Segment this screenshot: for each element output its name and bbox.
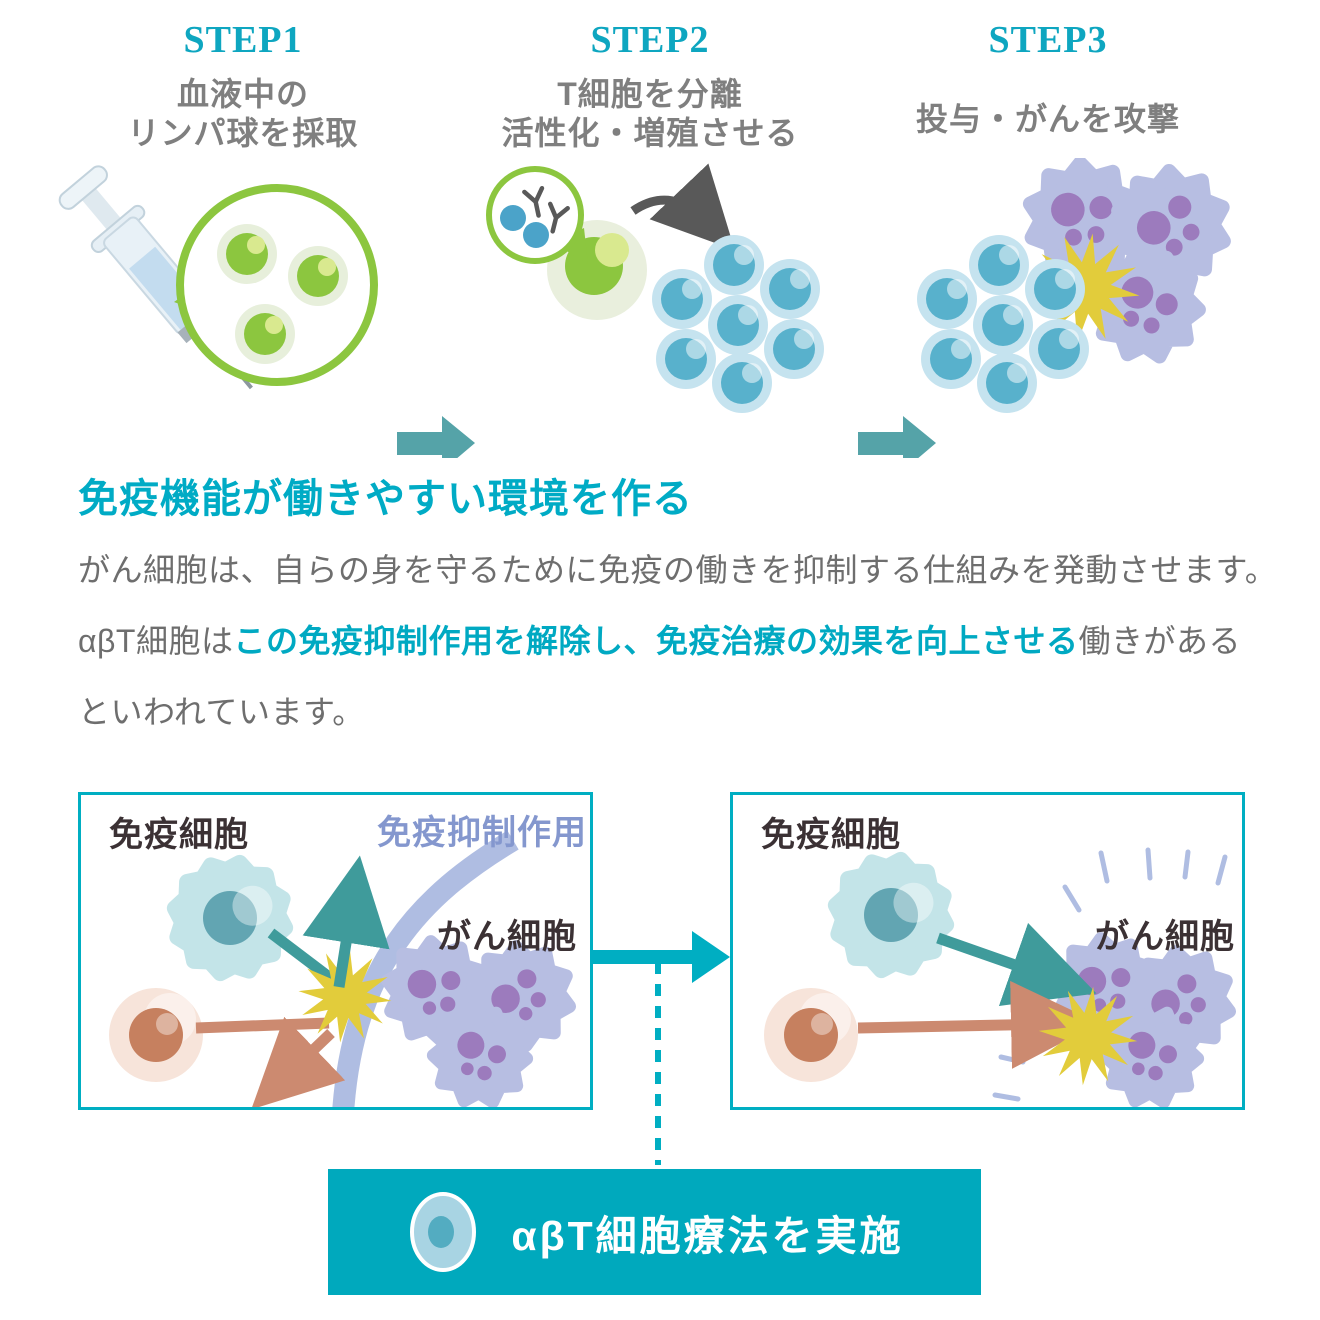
- tcell-cluster-icon: [652, 235, 824, 413]
- step3-header: STEP3 投与・がんを攻撃: [858, 18, 1238, 139]
- cancer-cells-label: がん細胞: [1095, 918, 1235, 956]
- immune-cell-icon: [165, 853, 295, 983]
- blocked-attack-line: [195, 1017, 330, 1034]
- paragraph-line2-prefix: αβT細胞は: [78, 623, 234, 659]
- before-to-after-arrow-icon: [592, 931, 730, 983]
- step3-description: 投与・がんを攻撃: [858, 100, 1238, 139]
- antibody-icon: [547, 201, 570, 234]
- step1-to-step2-arrow-icon: [397, 416, 475, 458]
- paragraph-line2: αβT細胞はこの免疫抑制作用を解除し、免疫治療の効果を向上させる働きがある: [78, 606, 1278, 677]
- immune-cell-icon: [764, 988, 858, 1082]
- before-treatment-illustration: [109, 830, 590, 1107]
- cell-icon: [410, 1192, 477, 1272]
- cancer-cells-label: がん細胞: [437, 918, 577, 956]
- paragraph-line1: がん細胞は、自らの身を守るために免疫の働きを抑制する仕組みを発動させます。: [78, 552, 1278, 588]
- before-treatment-box: 免疫細胞 免疫抑制作用 がん細胞: [78, 792, 593, 1110]
- step2-title: STEP2: [590, 19, 710, 61]
- step1-title: STEP1: [183, 19, 303, 61]
- antibody-icon: [522, 185, 545, 218]
- steps-illustration: [58, 158, 1320, 458]
- immune-cell-icon: [109, 988, 203, 1082]
- tcell-activation-icon: [486, 166, 647, 320]
- blood-sample-magnifier-icon: [174, 184, 378, 386]
- paragraph-line2-suffix: 働きがある: [1078, 623, 1241, 659]
- step2-header: STEP2 T細胞を分離 活性化・増殖させる: [460, 18, 840, 153]
- step1-header: STEP1 血液中の リンパ球を採取: [53, 18, 433, 153]
- lymphocyte-cell-icon: [235, 304, 295, 364]
- step2-desc-line2: 活性化・増殖させる: [501, 115, 799, 151]
- step2-description: T細胞を分離 活性化・増殖させる: [460, 75, 840, 153]
- step2-to-step3-arrow-icon: [858, 416, 936, 458]
- attack-arrow-icon: [936, 922, 1097, 1006]
- attack-arrow-icon: [857, 980, 1099, 1069]
- suppression-shield-arc: [332, 830, 519, 1107]
- therapy-banner: αβT細胞療法を実施: [328, 1169, 981, 1295]
- step1-description: 血液中の リンパ球を採取: [53, 75, 433, 153]
- immune-cells-label: 免疫細胞: [109, 816, 249, 854]
- deflected-arrow-icon: [302, 855, 390, 988]
- paragraph-line2-highlight: この免疫抑制作用を解除し、免疫治療の効果を向上させる: [233, 623, 1079, 659]
- after-treatment-illustration: [764, 795, 1242, 1107]
- section-paragraph: がん細胞は、自らの身を守るために免疫の働きを抑制する仕組みを発動させます。 αβ…: [78, 535, 1278, 748]
- immune-cells-label: 免疫細胞: [761, 816, 901, 854]
- lymphocyte-cell-icon: [288, 246, 348, 306]
- after-treatment-box: 免疫細胞 がん細胞: [730, 792, 1245, 1110]
- proliferation-curved-arrow-icon: [630, 163, 735, 251]
- step3-desc-line1: 投与・がんを攻撃: [915, 101, 1180, 137]
- suppression-label: 免疫抑制作用: [377, 814, 587, 852]
- dashed-connector-line: [655, 962, 661, 1165]
- blocked-attack-line: [267, 928, 337, 985]
- paragraph-line3: といわれています。: [78, 694, 365, 730]
- step3-title: STEP3: [988, 19, 1108, 61]
- section-heading: 免疫機能が働きやすい環境を作る: [78, 477, 693, 521]
- step1-desc-line2: リンパ球を採取: [127, 115, 359, 151]
- therapy-banner-label: αβT細胞療法を実施: [511, 1213, 904, 1259]
- step2-desc-line1: T細胞を分離: [557, 76, 743, 112]
- cancer-cells-icon: [378, 933, 585, 1107]
- tcell-cluster-icon: [917, 235, 1089, 413]
- lymphocyte-cell-icon: [217, 224, 277, 284]
- step1-desc-line1: 血液中の: [176, 76, 309, 112]
- deflected-arrow-icon: [251, 1016, 346, 1107]
- immune-cell-icon: [826, 850, 956, 980]
